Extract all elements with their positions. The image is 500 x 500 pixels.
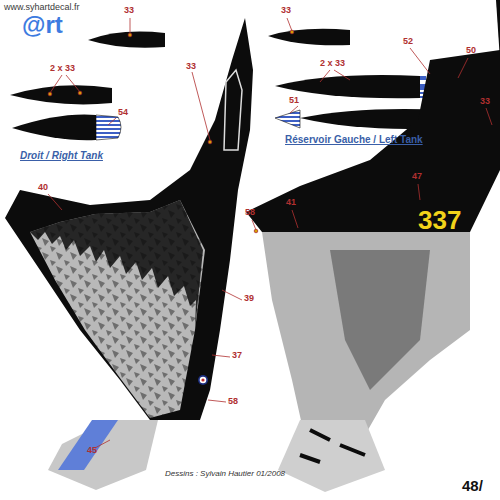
aircraft-top	[246, 50, 500, 252]
callout-number: 2 x 33	[320, 59, 345, 69]
credit-note: Dessins : Sylvain Hautier 01/2008	[165, 470, 285, 479]
callout-number: 47	[412, 172, 422, 182]
tank-title: Droit / Right Tank	[20, 150, 103, 161]
callout-number: 33	[124, 6, 134, 16]
callout-number: 51	[289, 96, 299, 106]
squadron-number: 337	[418, 206, 461, 235]
leader-lines	[48, 18, 492, 448]
tank	[88, 32, 165, 48]
brand-logo: @rt	[22, 12, 63, 38]
callout-number: 39	[244, 294, 254, 304]
tank-title: Réservoir Gauche / Left Tank	[285, 134, 423, 145]
aircraft-top	[5, 18, 253, 420]
callout-number: 33	[281, 6, 291, 16]
sheet-number: 48/	[462, 478, 483, 495]
callout-number: 40	[38, 183, 48, 193]
callout-number: 45	[87, 446, 97, 456]
callout-number: 33	[480, 97, 490, 107]
callout-number: 58	[245, 208, 255, 218]
callout-number: 54	[118, 108, 128, 118]
callout-number: 2 x 33	[50, 64, 75, 74]
tank	[10, 85, 112, 104]
tank	[268, 29, 350, 45]
callout-number: 33	[186, 62, 196, 72]
tank	[12, 115, 96, 141]
fin	[58, 420, 118, 470]
tailplane	[278, 420, 385, 492]
callout-number: 50	[466, 46, 476, 56]
tailplane	[48, 420, 158, 490]
callout-number: 41	[286, 198, 296, 208]
callout-number: 58	[228, 397, 238, 407]
callout-number: 52	[403, 37, 413, 47]
callout-number: 37	[232, 351, 242, 361]
